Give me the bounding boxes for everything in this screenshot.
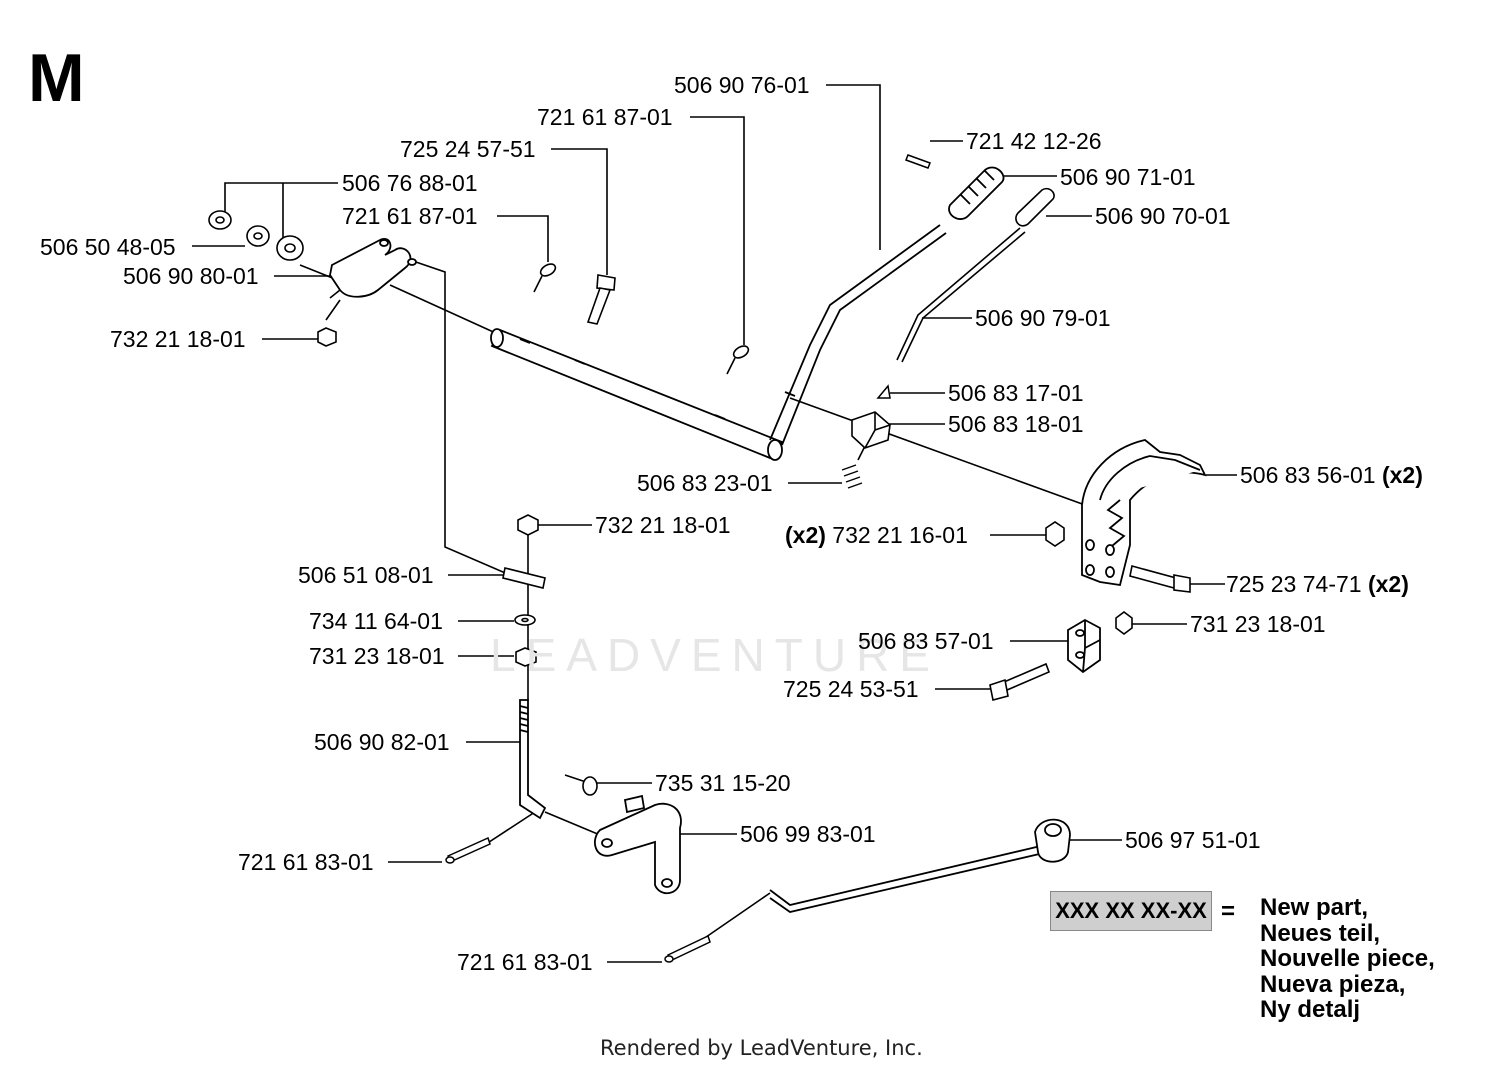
- grip-pin: [905, 154, 931, 169]
- section-letter: M: [28, 40, 85, 116]
- clamp-block: [1067, 618, 1101, 674]
- part-label: 721 61 83-01: [238, 849, 374, 875]
- render-credit: Rendered by LeadVenture, Inc.: [600, 1036, 923, 1060]
- control-lever: [769, 224, 947, 446]
- part-label: 721 61 87-01: [342, 203, 478, 229]
- release-knob: [1015, 187, 1055, 227]
- legend-line: Ny detalj: [1260, 996, 1361, 1023]
- legend-line: Neues teil,: [1260, 919, 1381, 947]
- link-rod: [769, 844, 1049, 913]
- clamp-nut: [1115, 611, 1133, 635]
- part-label: 725 23 74-71 (x2): [1226, 571, 1409, 597]
- leader-l1: [826, 84, 881, 250]
- nut: [317, 327, 337, 347]
- axis-line-rod-drop: [409, 259, 511, 576]
- cross-shaft: [490, 328, 784, 461]
- leader-l6: [224, 182, 338, 240]
- leader-l3: [551, 148, 608, 275]
- part-label: 506 83 23-01: [637, 470, 773, 496]
- part-label: 725 24 57-51: [400, 136, 536, 162]
- part-label: 732 21 18-01: [595, 512, 731, 538]
- part-label: 506 90 80-01: [123, 263, 259, 289]
- hairpin-clip: [533, 263, 750, 375]
- part-label: 506 99 83-01: [740, 821, 876, 847]
- part-label: 731 23 18-01: [309, 643, 445, 669]
- axis-line-pin: [544, 811, 601, 836]
- link-rod-eye: [1034, 818, 1071, 863]
- leader-l2: [690, 116, 745, 345]
- sector-bolt: [1129, 565, 1191, 593]
- part-label: 721 42 12-26: [966, 128, 1102, 154]
- part-label: 506 51 08-01: [298, 562, 434, 588]
- part-label: 734 11 64-01: [309, 608, 443, 634]
- bushings: [208, 210, 304, 261]
- sector-nut: [1045, 521, 1065, 547]
- e-clip: [582, 776, 598, 796]
- part-label: 721 61 87-01: [537, 104, 673, 130]
- part-label: 506 50 48-05: [40, 234, 176, 260]
- part-label: 506 90 71-01: [1060, 164, 1196, 190]
- new-part-legend-box: XXX XX XX-XX: [1050, 891, 1212, 931]
- part-label: 506 90 70-01: [1095, 203, 1231, 229]
- spring: [841, 464, 863, 489]
- part-label: 721 61 83-01: [457, 949, 593, 975]
- part-label: 506 83 57-01: [858, 628, 994, 654]
- part-label: 725 24 53-51: [783, 676, 919, 702]
- part-label: 506 97 51-01: [1125, 827, 1261, 853]
- leader-l8: [497, 215, 549, 262]
- part-label: 506 76 88-01: [342, 170, 478, 196]
- shaft-bolt: [586, 274, 616, 325]
- release-rod: [896, 227, 1026, 363]
- part-label: 506 90 76-01: [674, 72, 810, 98]
- part-label: 506 83 56-01 (x2): [1240, 462, 1423, 488]
- part-label: 732 21 18-01: [110, 326, 246, 352]
- new-part-legend: New part, Neues teil, Nouvelle piece, Nu…: [1260, 895, 1435, 1023]
- pivot-bracket: [329, 238, 417, 298]
- bell-crank: [594, 794, 682, 894]
- legend-line: New part,: [1260, 894, 1369, 921]
- part-label: 506 83 17-01: [948, 380, 1084, 406]
- pawl-block: [851, 411, 891, 449]
- part-label: 735 31 15-20: [655, 770, 791, 796]
- axis-line-ratchet: [789, 397, 1086, 506]
- threaded-link: [519, 699, 547, 820]
- lever-grip: [948, 166, 1005, 220]
- part-label: 506 90 82-01: [314, 729, 450, 755]
- ratchet-sector: [1081, 439, 1207, 587]
- watermark: LEADVENTURE: [490, 629, 940, 681]
- legend-equals: =: [1221, 898, 1236, 925]
- clamp-bolt: [989, 662, 1051, 701]
- part-label: 731 23 18-01: [1190, 611, 1326, 637]
- cotter-pin-b: [664, 934, 711, 963]
- part-label: 506 90 79-01: [975, 305, 1111, 331]
- cone-part: [876, 384, 891, 399]
- part-label: (x2) 732 21 16-01: [785, 522, 968, 548]
- legend-line: Nouvelle piece,: [1260, 945, 1435, 972]
- linkage-stack: [502, 514, 546, 667]
- legend-line: Nueva pieza,: [1260, 970, 1406, 998]
- part-label: 506 83 18-01: [948, 411, 1084, 437]
- cotter-pin-a: [445, 836, 491, 864]
